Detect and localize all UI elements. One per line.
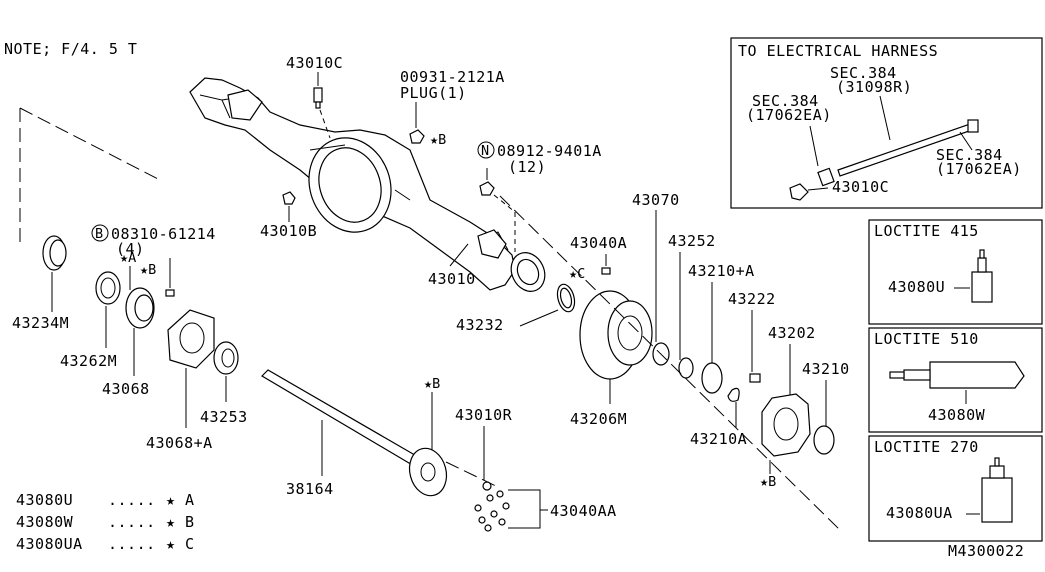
loctite-510-box: LOCTITE 510 43080W	[868, 327, 1043, 433]
label-43206M: 43206M	[570, 410, 627, 428]
part-43068A: 43068+A	[146, 309, 215, 452]
part-08310-bolts: B 08310-61214 (4) ★A ★B	[91, 224, 216, 297]
label-43232: 43232	[456, 316, 504, 334]
part-43222: 43222	[728, 290, 776, 383]
label-43070: 43070	[632, 191, 680, 209]
part-08912-nut: N 08912-9401A (12)	[477, 141, 602, 252]
part-43262M: 43262M	[60, 271, 121, 370]
harness-sec2: SEC.384	[752, 92, 819, 110]
marker-starB-plug: ★B	[430, 132, 446, 148]
n-symbol: N	[481, 143, 489, 159]
marker-starB-bolts: ★B	[140, 262, 156, 278]
label-43253: 43253	[200, 408, 248, 426]
label-08912: 08912-9401A	[497, 142, 602, 160]
loctite-270-title: LOCTITE 270	[874, 438, 979, 456]
label-43202: 43202	[768, 324, 816, 342]
label-08310: 08310-61214	[111, 225, 216, 243]
marker-starC: ★C	[569, 266, 585, 282]
marker-starA: ★A	[120, 250, 136, 266]
legend-mark-1: ★ B	[166, 513, 195, 531]
part-43010R: 43010R	[455, 406, 513, 491]
harness-sec1: SEC.384	[830, 64, 897, 82]
loctite-415-box: LOCTITE 415 43080U	[868, 219, 1043, 325]
part-38164: 38164 ★B	[261, 369, 501, 498]
label-43068A: 43068+A	[146, 434, 213, 452]
centerline-left	[19, 107, 161, 244]
label-43010R: 43010R	[455, 406, 513, 424]
part-43040A: 43040A ★C	[569, 234, 627, 282]
part-00931-plug: 00931-2121A PLUG(1) ★B	[400, 68, 505, 148]
label-43252: 43252	[668, 232, 716, 250]
part-43210A: 43210A	[690, 387, 747, 448]
part-43010B: 43010B	[260, 191, 317, 240]
part-43252: 43252	[668, 232, 716, 379]
part-43210: 43210	[802, 360, 850, 455]
label-43210: 43210	[802, 360, 850, 378]
legend-dots-0: .....	[108, 491, 156, 509]
loctite-510-title: LOCTITE 510	[874, 330, 979, 348]
part-43068: 43068	[102, 287, 155, 398]
label-43068: 43068	[102, 380, 150, 398]
harness-sec3: SEC.384	[936, 146, 1003, 164]
loctite-270-part: 43080UA	[886, 504, 953, 522]
marker-starB-hub: ★B	[760, 474, 776, 490]
legend-code-1: 43080W	[16, 513, 74, 531]
part-43040AA: 43040AA	[474, 489, 617, 532]
label-43040A: 43040A	[570, 234, 627, 252]
part-43010C-top: 43010C	[286, 54, 343, 139]
b-symbol: B	[95, 226, 103, 242]
harness-sec2-part: (17062EA)	[746, 106, 832, 124]
label-43010: 43010	[428, 270, 476, 288]
diagram-code: M4300022	[948, 542, 1024, 560]
harness-sec3-part: (17062EA)	[936, 160, 1022, 178]
label-43222: 43222	[728, 290, 776, 308]
harness-part: 43010C	[832, 178, 889, 196]
legend-dots-1: .....	[108, 513, 156, 531]
part-43253: 43253	[200, 341, 248, 426]
label-38164: 38164	[286, 480, 334, 498]
harness-box: TO ELECTRICAL HARNESS SEC.384 (31098R) S…	[730, 37, 1043, 209]
marker-starB-shaft: ★B	[424, 376, 440, 392]
loctite-415-part: 43080U	[888, 278, 945, 296]
note-text: NOTE; F/4. 5 T	[4, 40, 137, 58]
label-plug: PLUG(1)	[400, 84, 467, 102]
label-43210A-plus: 43210+A	[688, 262, 755, 280]
loctite-270-box: LOCTITE 270 43080UA	[868, 435, 1043, 542]
label-43010B: 43010B	[260, 222, 317, 240]
label-qty12: (12)	[508, 158, 546, 176]
harness-title: TO ELECTRICAL HARNESS	[738, 42, 938, 60]
legend-dots-2: .....	[108, 535, 156, 553]
part-43210A-plus: 43210+A	[688, 262, 755, 394]
label-43262M: 43262M	[60, 352, 117, 370]
label-00931: 00931-2121A	[400, 68, 505, 86]
label-43010C: 43010C	[286, 54, 343, 72]
loctite-510-part: 43080W	[928, 406, 986, 424]
legend-mark-0: ★ A	[166, 491, 195, 509]
loctite-415-title: LOCTITE 415	[874, 222, 979, 240]
part-43202: 43202 ★B	[760, 324, 816, 490]
label-43040AA: 43040AA	[550, 502, 617, 520]
harness-sec1-part: (31098R)	[836, 78, 912, 96]
legend-mark-2: ★ C	[166, 535, 195, 553]
legend: 43080U ..... ★ A 43080W ..... ★ B 43080U…	[16, 491, 195, 553]
part-43206M: 43206M	[570, 290, 653, 428]
label-43234M: 43234M	[12, 314, 69, 332]
label-qty4: (4)	[116, 240, 145, 258]
axle-housing	[189, 77, 546, 292]
label-43210A: 43210A	[690, 430, 747, 448]
legend-code-0: 43080U	[16, 491, 73, 509]
part-43232: 43232	[456, 283, 576, 334]
legend-code-2: 43080UA	[16, 535, 83, 553]
part-43234M: 43234M	[12, 235, 69, 332]
